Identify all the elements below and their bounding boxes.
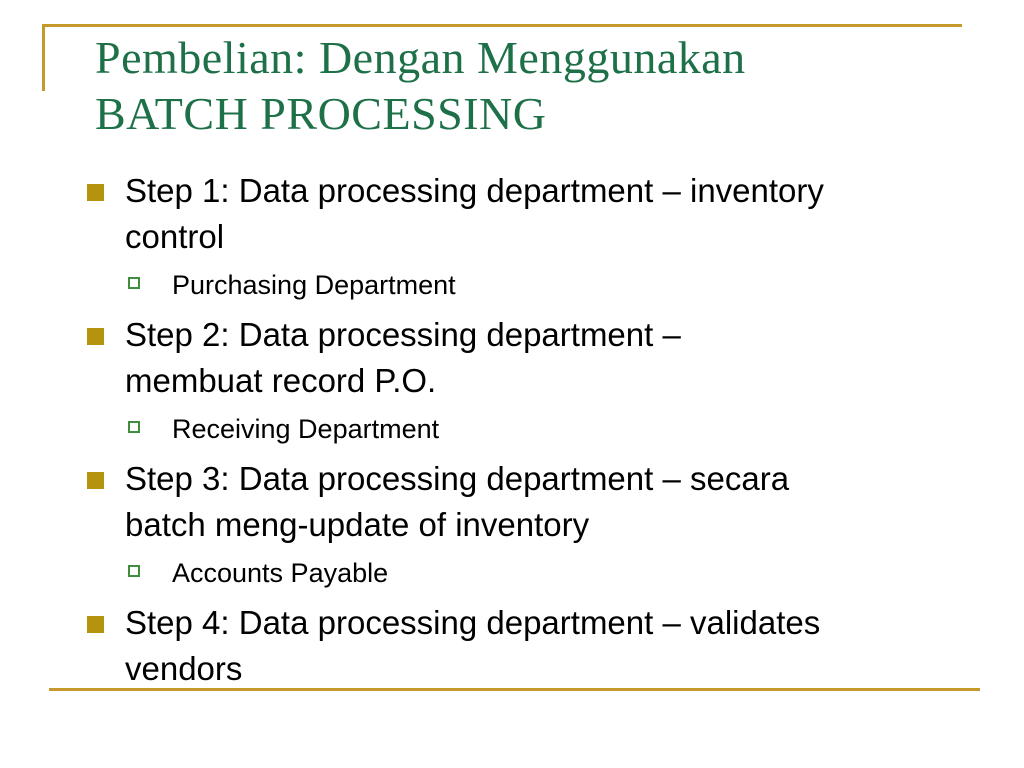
- hollow-square-bullet-icon: [128, 565, 140, 577]
- list-item-text: Purchasing Department: [172, 270, 456, 300]
- square-bullet-icon: [87, 616, 104, 633]
- left-gold-rule: [42, 24, 45, 91]
- list-item-text: Step 4: Data processing department – val…: [125, 604, 821, 641]
- list-subitem-purchasing: Purchasing Department: [85, 262, 955, 308]
- list-item-text: Step 3: Data processing department – sec…: [125, 460, 790, 497]
- list-item-text: batch meng-update of inventory: [125, 506, 590, 543]
- bottom-gold-rule: [49, 688, 980, 691]
- list-item-text: control: [125, 218, 225, 255]
- hollow-square-bullet-icon: [128, 277, 140, 289]
- square-bullet-icon: [87, 328, 104, 345]
- slide-title-line2: BATCH PROCESSING: [95, 88, 547, 139]
- list-item-step-1: Step 1: Data processing department – inv…: [85, 168, 955, 260]
- slide-title: Pembelian: Dengan Menggunakan BATCH PROC…: [95, 30, 975, 142]
- square-bullet-icon: [87, 184, 104, 201]
- square-bullet-icon: [87, 472, 104, 489]
- list-subitem-receiving: Receiving Department: [85, 406, 955, 452]
- list-subitem-accounts-payable: Accounts Payable: [85, 550, 955, 596]
- list-item-text: membuat record P.O.: [125, 362, 437, 399]
- list-item-text: Step 2: Data processing department –: [125, 316, 681, 353]
- list-item-text: Accounts Payable: [172, 558, 389, 588]
- list-item-step-4: Step 4: Data processing department – val…: [85, 600, 955, 692]
- list-item-step-3: Step 3: Data processing department – sec…: [85, 456, 955, 548]
- slide-title-line1: Pembelian: Dengan Menggunakan: [95, 32, 746, 83]
- list-item-text: Receiving Department: [172, 414, 440, 444]
- list-item-text: Step 1: Data processing department – inv…: [125, 172, 824, 209]
- hollow-square-bullet-icon: [128, 421, 140, 433]
- slide-body-list: Step 1: Data processing department – inv…: [85, 168, 955, 692]
- list-item-step-2: Step 2: Data processing department – mem…: [85, 312, 955, 404]
- top-gold-rule: [42, 24, 962, 27]
- list-item-text: vendors: [125, 650, 243, 687]
